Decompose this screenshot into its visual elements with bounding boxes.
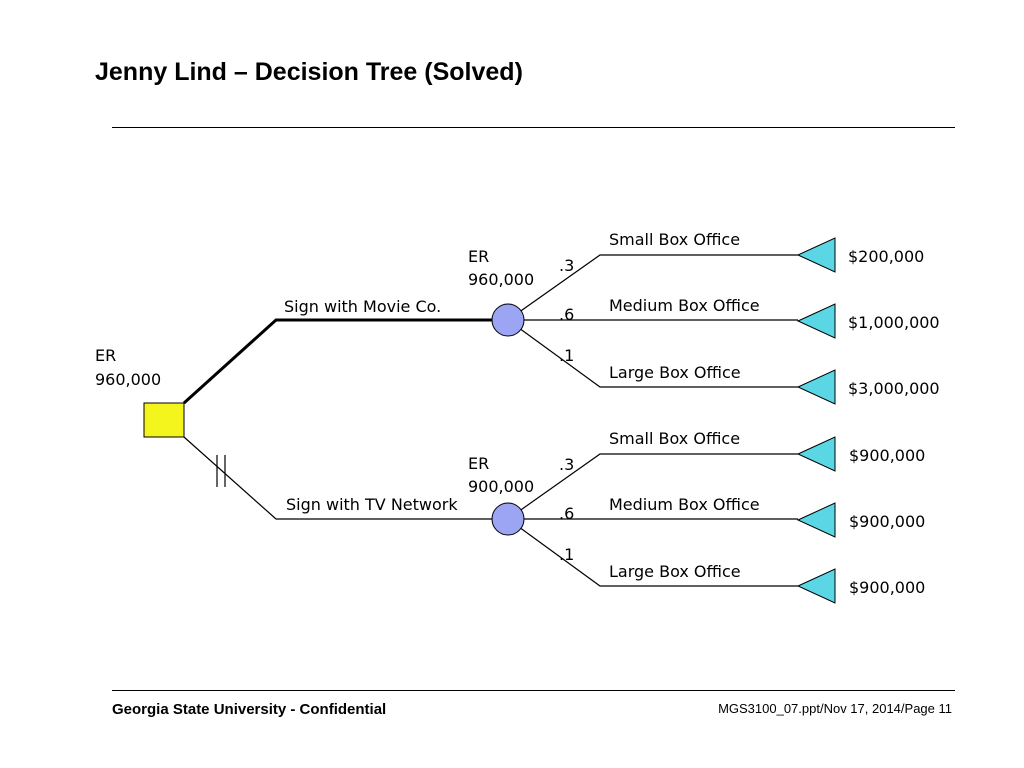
payoff-value: $900,000 bbox=[849, 578, 925, 597]
chance-node-movie bbox=[491, 303, 525, 337]
payoff-value: $1,000,000 bbox=[848, 313, 940, 332]
outcome-label: Medium Box Office bbox=[609, 495, 760, 514]
probability-label: .3 bbox=[559, 256, 574, 275]
outcome-line bbox=[507, 453, 798, 520]
outcome-label: Small Box Office bbox=[609, 230, 740, 249]
decision-label-tv: Sign with TV Network bbox=[286, 495, 458, 514]
pruned-path-line bbox=[183, 436, 508, 520]
chosen-path-line bbox=[182, 318, 508, 405]
title-divider bbox=[112, 127, 955, 128]
payoff-value: $900,000 bbox=[849, 512, 925, 531]
branch-tv: Sign with TV Network ER 900,000 .3 .6 .1… bbox=[183, 429, 925, 604]
er-label-tv: ER bbox=[468, 454, 489, 473]
probability-label: .1 bbox=[559, 346, 574, 365]
slide-title: Jenny Lind – Decision Tree (Solved) bbox=[95, 58, 523, 86]
outcome-label: Large Box Office bbox=[609, 363, 741, 382]
decision-node: ER 960,000 bbox=[95, 346, 185, 438]
outcome-line bbox=[507, 319, 798, 388]
terminal-node bbox=[796, 303, 836, 339]
probability-label: .6 bbox=[559, 504, 574, 523]
terminal-node bbox=[796, 436, 836, 472]
footer-page-info: MGS3100_07.ppt/Nov 17, 2014/Page 11 bbox=[718, 701, 952, 716]
chance-node-tv bbox=[491, 502, 525, 536]
payoff-value: $200,000 bbox=[848, 247, 924, 266]
footer-divider bbox=[112, 690, 955, 691]
payoff-value: $3,000,000 bbox=[848, 379, 940, 398]
er-value-tv: 900,000 bbox=[468, 477, 534, 496]
footer-organization: Georgia State University - Confidential bbox=[112, 701, 387, 718]
probability-label: .6 bbox=[559, 305, 574, 324]
outcome-label: Large Box Office bbox=[609, 562, 741, 581]
outcome-line bbox=[507, 254, 798, 321]
er-label-movie: ER bbox=[468, 247, 489, 266]
terminal-node bbox=[796, 568, 836, 604]
outcome-line bbox=[507, 518, 798, 587]
outcome-label: Medium Box Office bbox=[609, 296, 760, 315]
decision-label-movie: Sign with Movie Co. bbox=[284, 297, 441, 316]
er-value-movie: 960,000 bbox=[468, 270, 534, 289]
root-er-label: ER bbox=[95, 346, 116, 365]
branch-movie: Sign with Movie Co. ER 960,000 .3 .6 .1 … bbox=[182, 230, 940, 405]
probability-label: .1 bbox=[559, 545, 574, 564]
decision-square bbox=[143, 402, 185, 438]
terminal-node bbox=[796, 237, 836, 273]
terminal-node bbox=[796, 502, 836, 538]
probability-label: .3 bbox=[559, 455, 574, 474]
outcome-label: Small Box Office bbox=[609, 429, 740, 448]
terminal-node bbox=[796, 369, 836, 405]
payoff-value: $900,000 bbox=[849, 446, 925, 465]
root-er-value: 960,000 bbox=[95, 370, 161, 389]
